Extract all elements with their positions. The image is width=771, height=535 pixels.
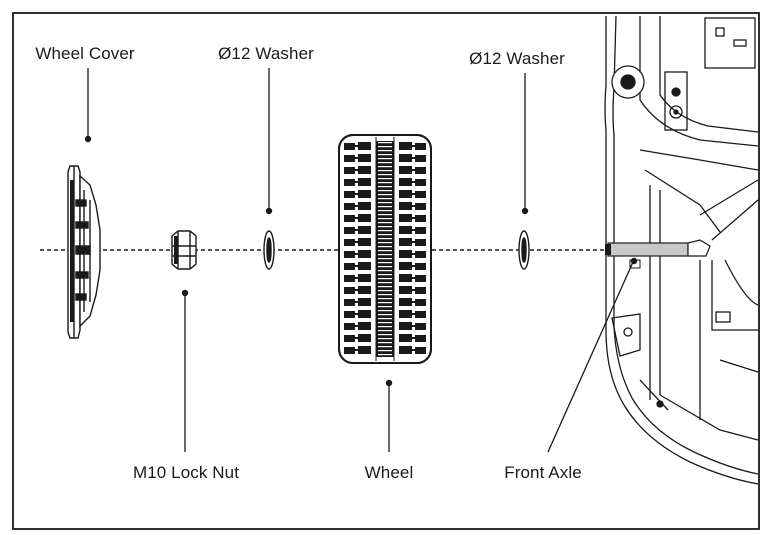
label-front-axle: Front Axle bbox=[504, 463, 582, 482]
front-axle-part bbox=[605, 239, 711, 269]
label-washer-right: Ø12 Washer bbox=[469, 49, 565, 68]
lock-nut-part bbox=[171, 230, 197, 270]
wheel-cover-part bbox=[67, 165, 101, 339]
leader-dots bbox=[84, 135, 638, 387]
vehicle-body-part bbox=[604, 15, 759, 485]
label-lock-nut: M10 Lock Nut bbox=[133, 463, 239, 482]
label-wheel: Wheel bbox=[365, 463, 414, 482]
wheel-part bbox=[338, 134, 432, 364]
label-washer-left: Ø12 Washer bbox=[218, 44, 314, 63]
washer-right-part bbox=[518, 230, 530, 270]
label-wheel-cover: Wheel Cover bbox=[35, 44, 135, 63]
diagram-frame bbox=[12, 12, 760, 530]
washer-left-part bbox=[263, 230, 275, 270]
leader-front-axle bbox=[547, 261, 634, 453]
leader-lines bbox=[87, 68, 634, 453]
